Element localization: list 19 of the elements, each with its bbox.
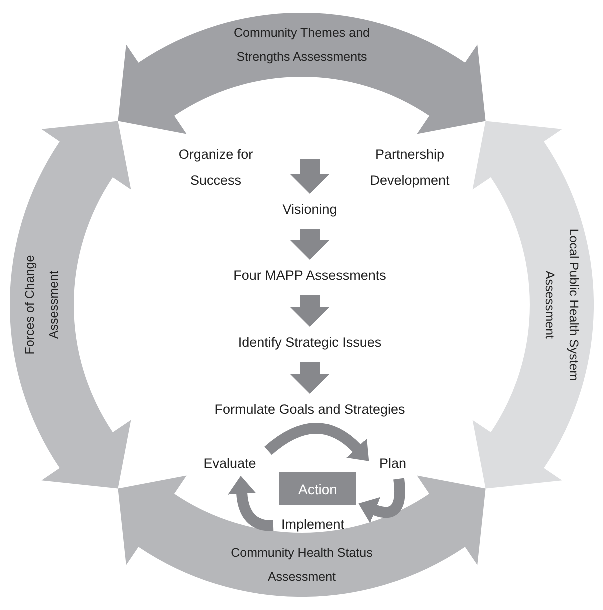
band-label: Forces of Change Assessment	[22, 254, 62, 357]
band-label: Community Themes and Strengths Assessments	[233, 25, 371, 66]
block-arrow	[290, 362, 330, 394]
block-arrow	[290, 229, 330, 260]
curved-arrow	[264, 423, 370, 461]
band-label: Local Public Health System Assessment	[542, 228, 582, 384]
step-label: Four MAPP Assessments	[234, 263, 386, 289]
step-label: Evaluate	[204, 451, 256, 477]
step-label: Visioning	[282, 197, 338, 223]
block-arrow	[290, 295, 330, 327]
band-label: Community Health Status Assessment	[230, 545, 374, 586]
step-label: Plan	[379, 451, 407, 477]
block-arrow	[290, 159, 330, 194]
step-label: Implement	[281, 512, 345, 538]
action-box: Action	[280, 472, 356, 506]
step-label: Partnership Development	[360, 142, 460, 194]
step-label: Organize for Success	[166, 142, 266, 194]
step-label: Identify Strategic Issues	[238, 330, 382, 356]
step-label: Formulate Goals and Strategies	[214, 397, 406, 423]
